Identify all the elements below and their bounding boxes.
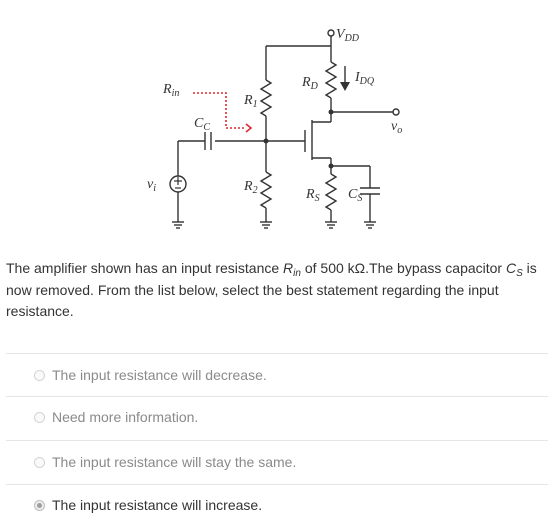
option-label: The input resistance will stay the same. xyxy=(52,454,297,470)
vo-terminal xyxy=(392,108,400,116)
option-stay-same[interactable]: The input resistance will stay the same. xyxy=(34,451,296,473)
r1-label: R1 xyxy=(243,93,258,110)
cs-label: CS xyxy=(348,187,362,204)
option-divider xyxy=(6,484,548,485)
r2-label: R2 xyxy=(243,179,258,196)
vo-label: vo xyxy=(391,119,402,136)
vi-label: vi xyxy=(147,177,156,194)
amplifier-circuit-diagram: VDD RD IDQ vo Rin R1 CC vi R2 RS CS xyxy=(147,27,402,229)
idq-label: IDQ xyxy=(354,70,375,87)
radio-button[interactable] xyxy=(34,499,45,511)
vdd-label: VDD xyxy=(336,27,360,44)
vdd-terminal xyxy=(327,29,335,37)
option-divider xyxy=(6,396,548,397)
option-label: Need more information. xyxy=(52,409,199,425)
ground-symbols xyxy=(172,221,376,229)
option-divider xyxy=(6,440,548,441)
rd-resistor xyxy=(324,61,338,99)
rs-resistor xyxy=(324,173,338,211)
radio-button[interactable] xyxy=(34,456,45,468)
option-label: The input resistance will decrease. xyxy=(52,367,267,383)
rs-label: RS xyxy=(305,187,320,204)
cc-label: CC xyxy=(194,116,210,133)
cs-symbol: CS xyxy=(506,260,523,279)
rin-arrow-icon xyxy=(193,92,253,133)
rin-symbol: Rin xyxy=(283,260,301,279)
option-label: The input resistance will increase. xyxy=(52,497,263,513)
idq-arrow-icon xyxy=(340,66,350,91)
r2-resistor xyxy=(259,171,273,209)
junction-dots xyxy=(263,109,334,169)
circuit-wires xyxy=(169,29,400,229)
r1-resistor xyxy=(259,79,273,117)
option-decrease[interactable]: The input resistance will decrease. xyxy=(34,364,267,386)
rin-label: Rin xyxy=(162,82,179,99)
radio-button[interactable] xyxy=(34,411,45,423)
option-divider xyxy=(6,353,548,354)
radio-button[interactable] xyxy=(34,369,45,381)
question-text: The amplifier shown has an input resista… xyxy=(6,260,537,319)
rd-label: RD xyxy=(301,75,319,92)
plus-icon xyxy=(174,177,182,185)
option-increase[interactable]: The input resistance will increase. xyxy=(34,494,262,516)
option-need-more-info[interactable]: Need more information. xyxy=(34,406,198,428)
